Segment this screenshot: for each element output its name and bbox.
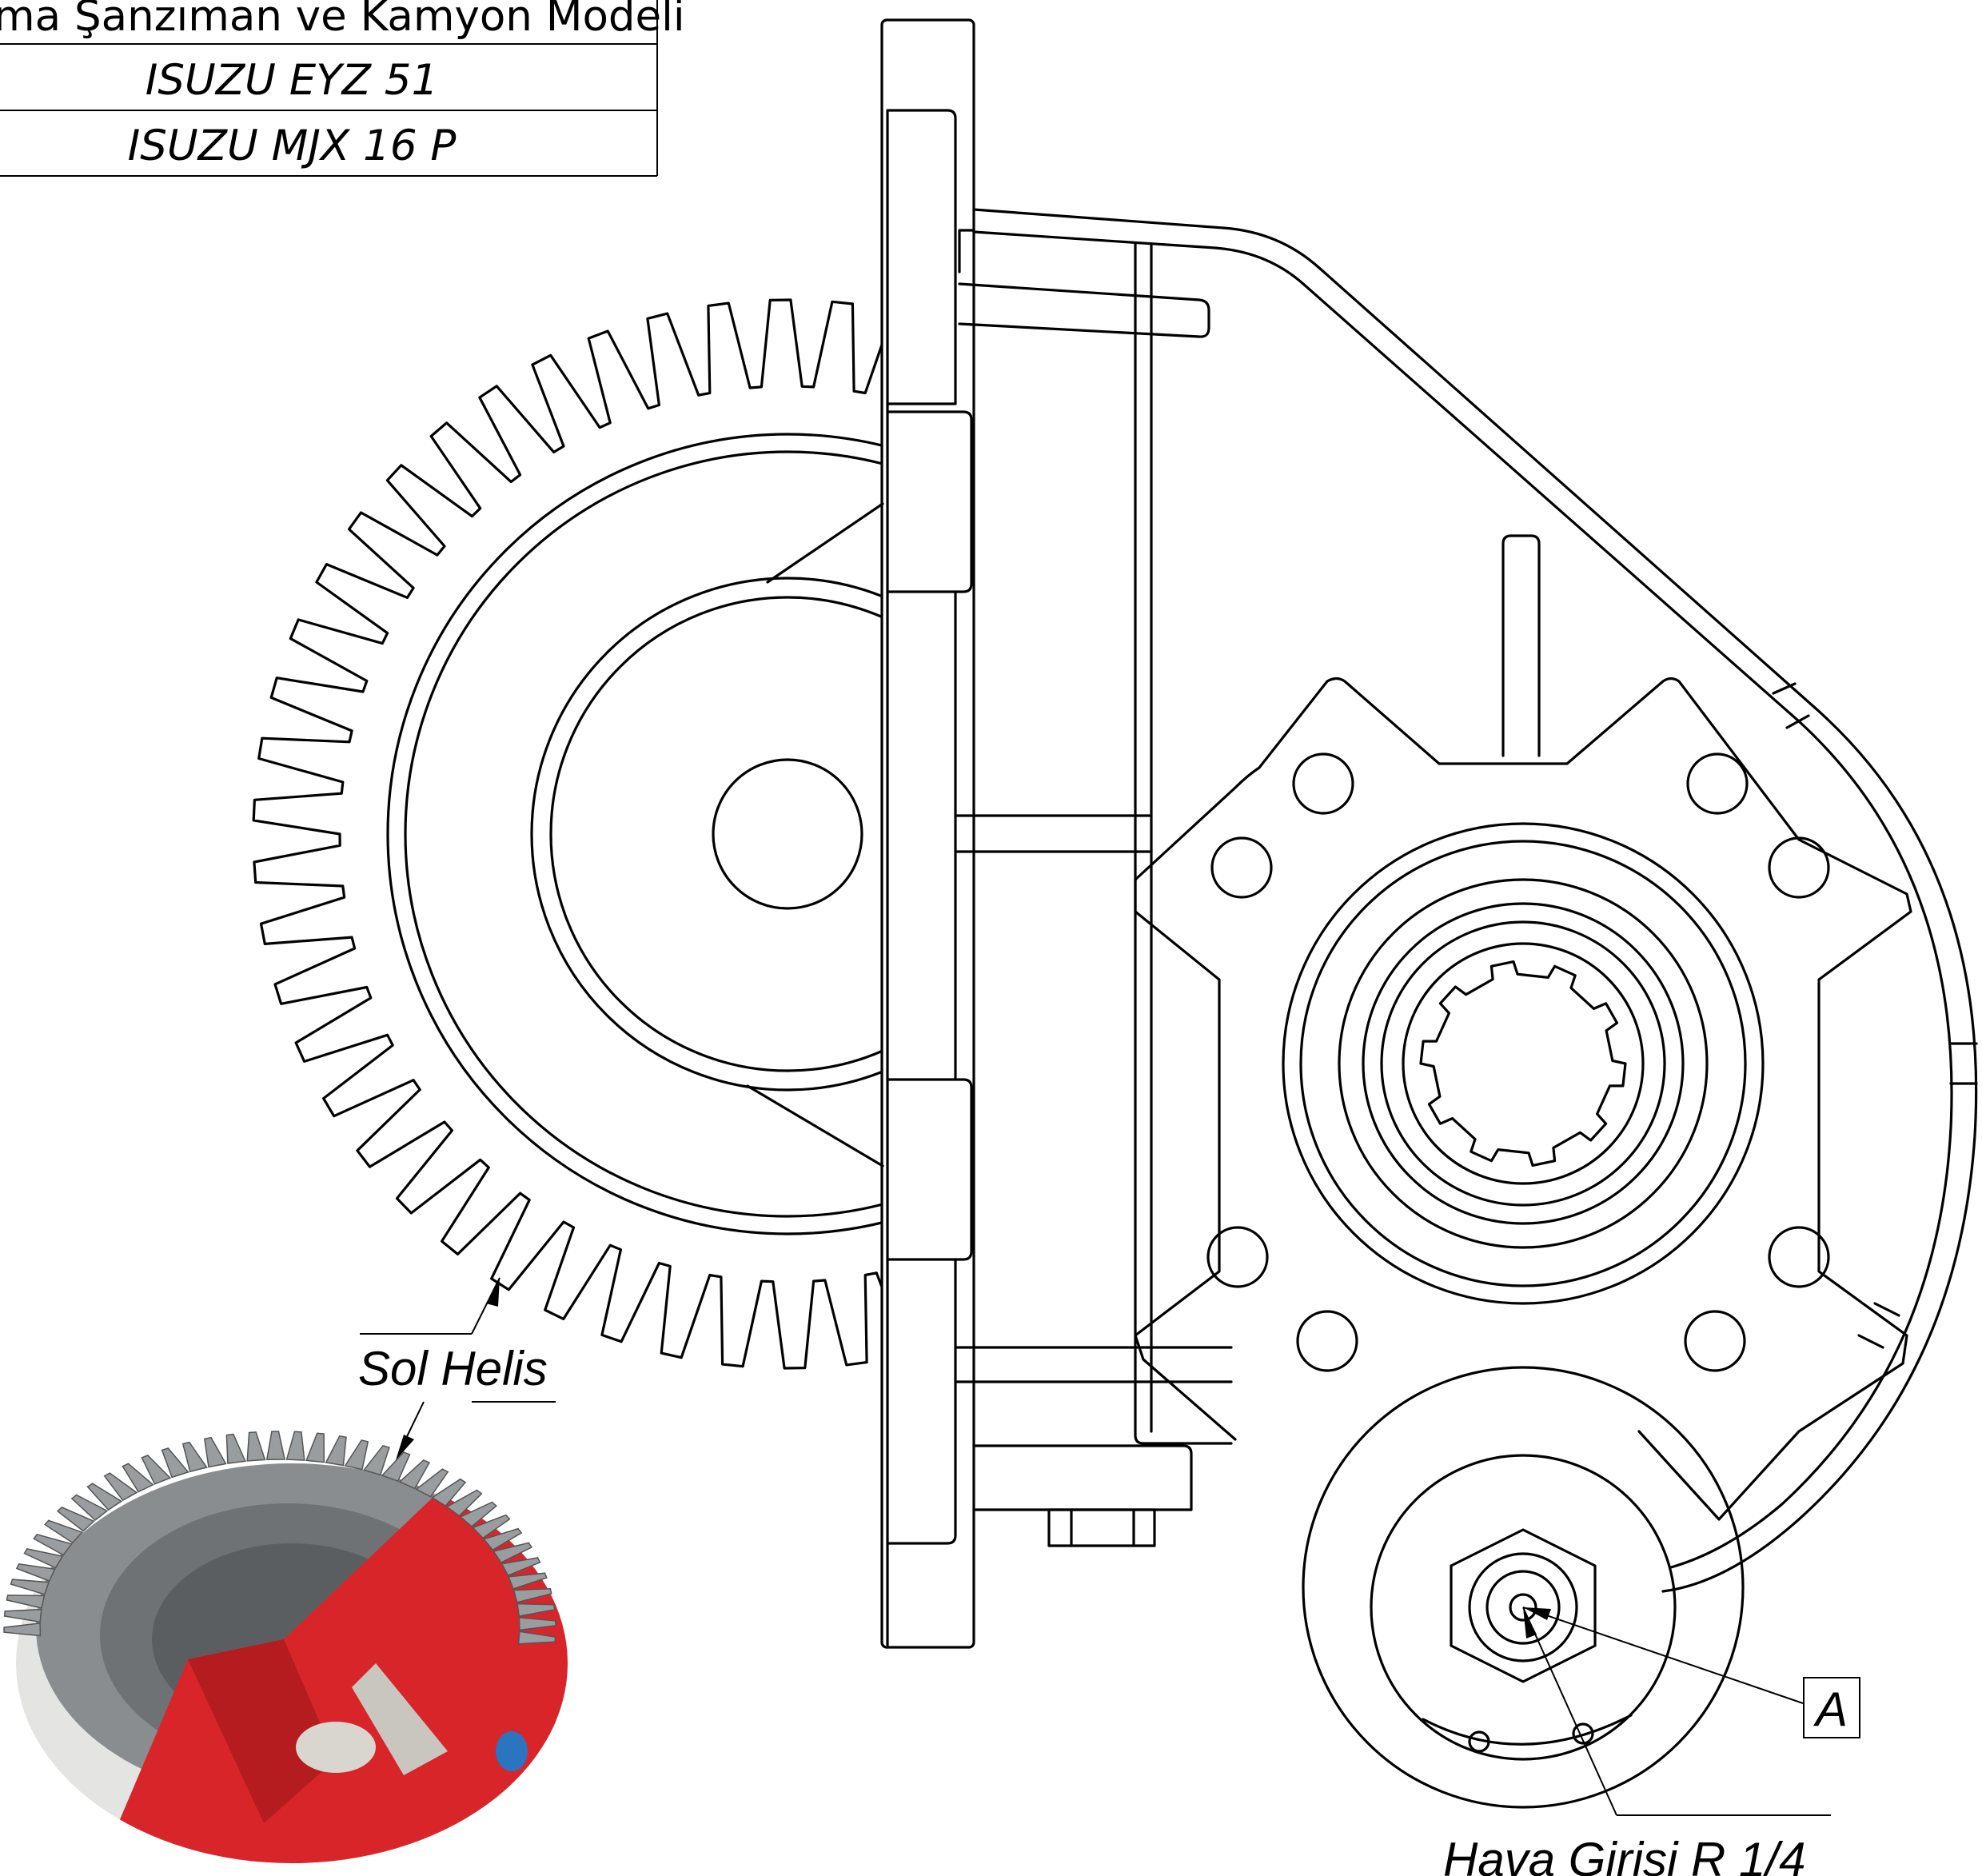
flange-plate <box>880 18 975 1649</box>
sol-helis-label: Sol Helis <box>358 1342 548 1395</box>
photo-gear-teeth <box>3 1431 556 1645</box>
yag-girisi-callout: Hava Girişi R 1/4 <box>1443 1607 1831 1876</box>
output-flange <box>1134 677 1912 1521</box>
gearbox-housing <box>954 208 1978 1593</box>
callout-a-box <box>1803 1677 1860 1738</box>
callout-a-label: A <box>1813 1682 1848 1736</box>
a-callout: A <box>1522 1607 1860 1738</box>
spline-bore <box>1419 960 1627 1167</box>
table-header: ma Şanzıman ve Kamyon Modeli <box>0 0 685 41</box>
table-row-2: ISUZU MJX 16 P <box>128 122 457 170</box>
hex-plug <box>1450 1528 1597 1683</box>
gear-bore <box>712 758 863 910</box>
yag-girisi-label: Hava Girişi R 1/4 <box>1443 1833 1805 1876</box>
gear-photo-inset <box>3 1431 568 1863</box>
helical-gear <box>252 298 884 1370</box>
table-row-1: ISUZU EYZ 51 <box>146 56 438 105</box>
gear-teeth <box>252 298 883 1370</box>
photo-red-housing <box>96 1463 568 1863</box>
model-table: ma Şanzıman ve Kamyon Modeli ISUZU EYZ 5… <box>0 0 685 177</box>
pump-cover <box>1302 1366 1745 1809</box>
sol-helis-callout: Sol Helis <box>358 1277 556 1460</box>
bolt-holes <box>1206 752 1830 1372</box>
